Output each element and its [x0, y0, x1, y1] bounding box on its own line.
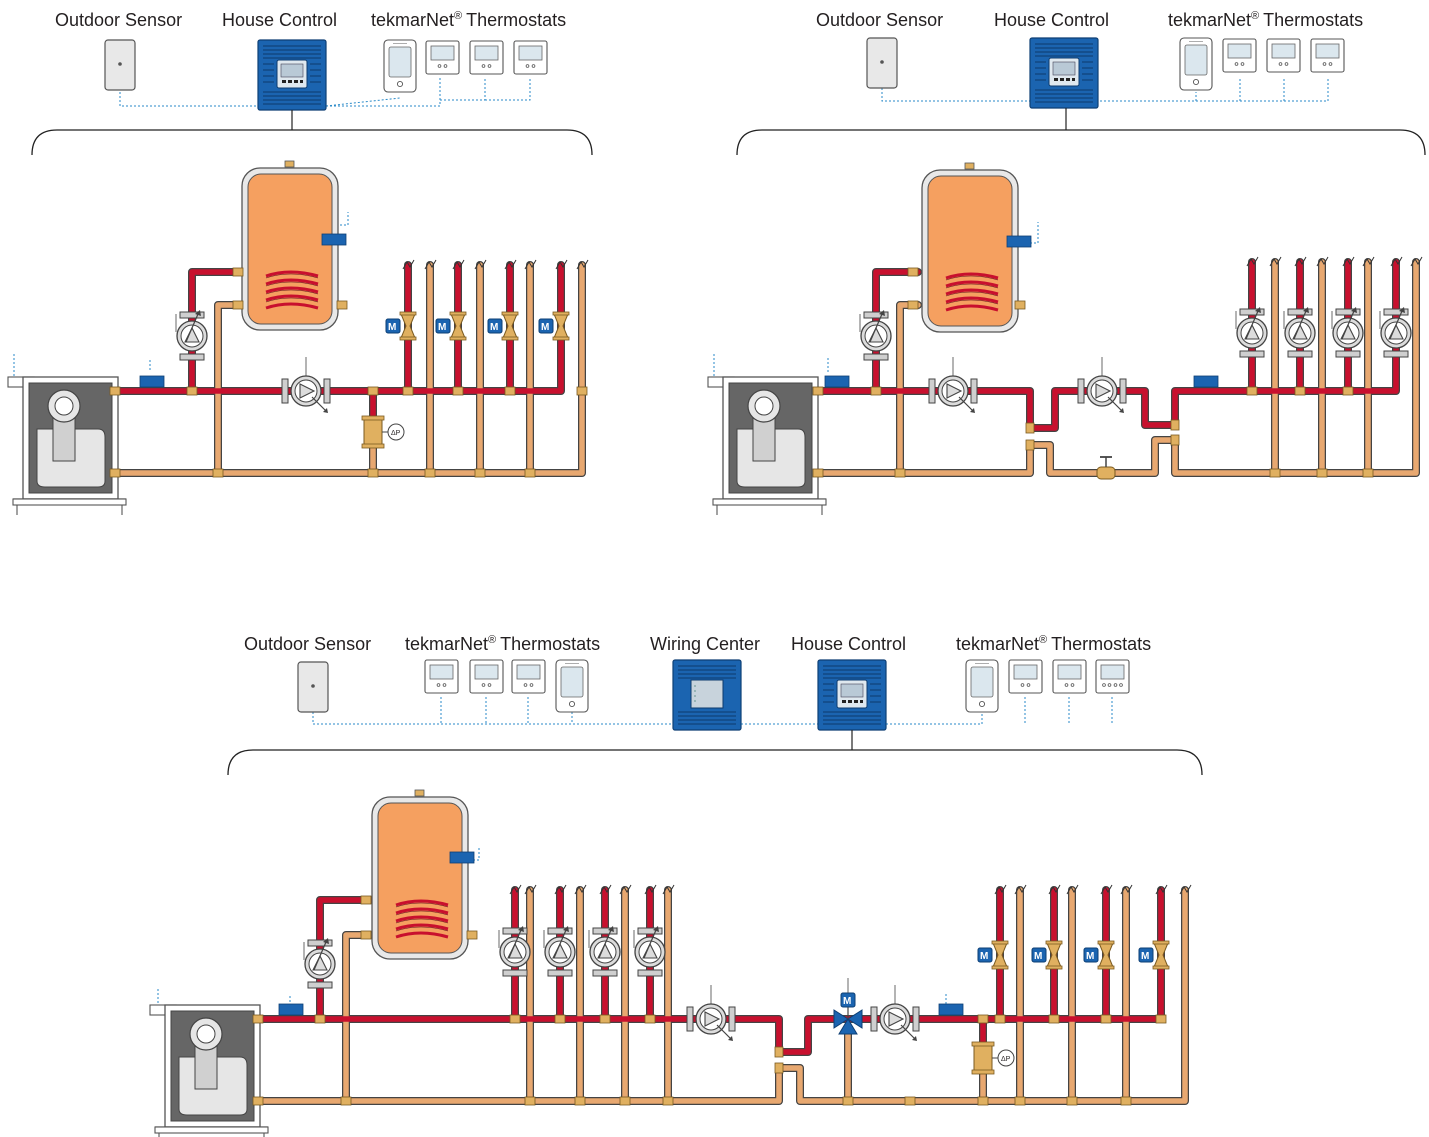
control-wiring	[157, 697, 1113, 1015]
supply-sensor	[278, 1003, 304, 1016]
thermostat	[1052, 659, 1087, 694]
zone-valve-actuator: M	[980, 951, 988, 962]
thermostats-brand: tekmarNet	[956, 634, 1039, 654]
system-bracket	[227, 749, 1203, 776]
indirect-tank	[240, 159, 340, 332]
thermostat-tall	[555, 659, 589, 713]
outdoor-sensor-label: Outdoor Sensor	[816, 10, 943, 30]
thermostat	[1310, 38, 1345, 73]
thermostat	[469, 40, 504, 75]
thermostat	[469, 659, 504, 694]
outdoor-sensor-label: Outdoor Sensor	[55, 10, 182, 30]
house-control-label: House Control	[994, 10, 1109, 30]
thermostats-word: Thermostats	[1263, 10, 1363, 30]
indirect-tank	[920, 161, 1020, 334]
tank-sensor	[321, 233, 347, 246]
registered-mark: ®	[1039, 634, 1047, 646]
outdoor-sensor	[297, 661, 329, 713]
house-control	[1029, 37, 1099, 109]
house-control-label: House Control	[791, 634, 906, 654]
tank-sensor	[449, 851, 475, 864]
panel-top-left: Outdoor Sensor House Control tekmarNet® T…	[7, 10, 593, 516]
system-pump	[281, 356, 331, 414]
zone-valve-actuator: M	[490, 322, 498, 333]
thermostat	[425, 40, 460, 75]
dp-label: ΔP	[391, 430, 401, 437]
mixing-valve-actuator: M	[843, 996, 851, 1007]
outdoor-sensor	[866, 37, 898, 89]
house-control	[257, 39, 327, 111]
house-control	[817, 659, 887, 731]
thermostats-brand: tekmarNet	[405, 634, 488, 654]
thermostat	[513, 40, 548, 75]
piping	[794, 258, 1420, 477]
secondary-sensor	[1193, 375, 1219, 388]
boiler	[7, 376, 127, 516]
zone-valve-actuator: M	[438, 322, 446, 333]
wiring-center	[672, 659, 742, 731]
zone-valve-actuator: M	[388, 322, 396, 333]
thermostat	[1266, 38, 1301, 73]
thermostat-tall	[965, 659, 999, 713]
thermostat-tall	[1179, 37, 1213, 91]
thermostats-label: tekmarNet® Thermostats	[1168, 10, 1363, 30]
panel-bottom: Outdoor Sensor tekmarNet®Thermostats Wir…	[149, 634, 1203, 1137]
registered-mark: ®	[488, 634, 496, 646]
thermostat	[511, 659, 546, 694]
indirect-tank	[370, 788, 470, 961]
wiring-center-label: Wiring Center	[650, 634, 760, 654]
control-wiring	[713, 78, 1329, 384]
thermostat	[424, 659, 459, 694]
bypass-valve	[1096, 456, 1116, 480]
mixing-valve: M	[833, 978, 863, 1035]
thermostats-label-right: tekmarNet® Thermostats	[956, 634, 1151, 654]
thermostat	[1095, 659, 1130, 694]
thermostat	[1222, 38, 1257, 73]
thermostats-word: Thermostats	[466, 10, 566, 30]
system-pump	[1077, 356, 1127, 414]
zone-valve-actuator: M	[541, 322, 549, 333]
boiler-pump	[928, 356, 978, 414]
panel-top-right: Outdoor Sensor House Control tekmarNet® T…	[707, 10, 1426, 516]
boiler	[149, 1004, 269, 1137]
outdoor-sensor	[104, 39, 136, 91]
thermostats-word: Thermostats	[1051, 634, 1151, 654]
supply-sensor	[139, 375, 165, 388]
zone-valves: M M M M	[385, 311, 570, 341]
thermostats-word: Thermostats	[500, 634, 600, 654]
boiler	[707, 376, 827, 516]
thermostats-label-left: tekmarNet® Thermostats	[405, 634, 600, 654]
system-bracket	[31, 129, 593, 156]
registered-mark: ®	[1251, 10, 1259, 22]
tank-sensor	[1006, 235, 1032, 248]
thermostats-label: tekmarNet® Thermostats	[371, 10, 566, 30]
injection-pump	[686, 984, 736, 1042]
fittings	[109, 267, 588, 478]
registered-mark: ®	[454, 10, 462, 22]
pipe-breaks	[509, 884, 1192, 895]
zone-valves: M M M M	[977, 940, 1170, 970]
dp-label: ΔP	[1001, 1056, 1011, 1063]
zone-valve-actuator: M	[1141, 951, 1149, 962]
house-control-label: House Control	[222, 10, 337, 30]
thermostat-tall	[383, 39, 417, 93]
system-bracket	[736, 129, 1426, 156]
mixed-supply-sensor	[938, 1003, 964, 1016]
thermostat	[1008, 659, 1043, 694]
zone-valve-actuator: M	[1034, 951, 1042, 962]
zone-valve-actuator: M	[1086, 951, 1094, 962]
thermostats-brand: tekmarNet	[371, 10, 454, 30]
piping	[94, 261, 586, 477]
outdoor-sensor-label: Outdoor Sensor	[244, 634, 371, 654]
system-pump	[870, 984, 920, 1042]
supply-sensor	[824, 375, 850, 388]
piping	[236, 886, 1189, 1105]
thermostats-brand: tekmarNet	[1168, 10, 1251, 30]
